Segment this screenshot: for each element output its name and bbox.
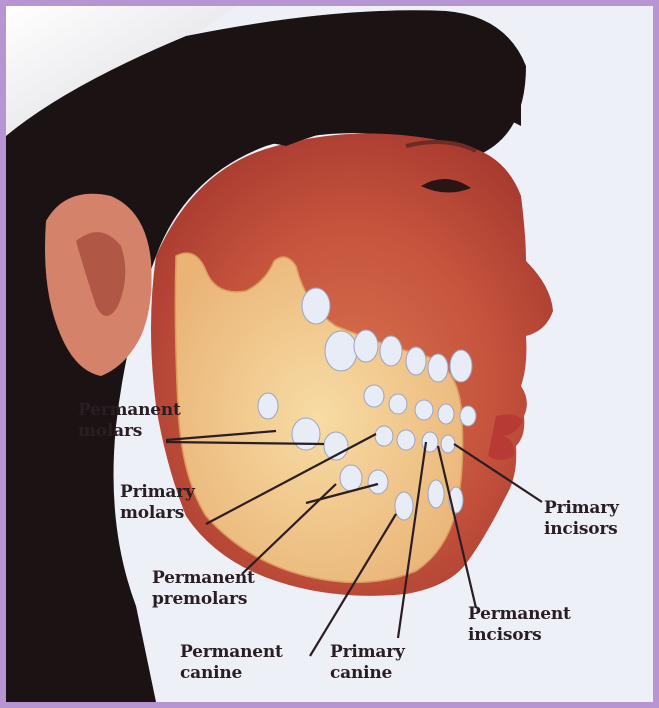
label-primary-canine-line1: Primary <box>330 642 405 663</box>
label-permanent-canine-line1: Permanent <box>180 642 283 663</box>
label-primary-canine-line2: canine <box>330 663 405 684</box>
label-primary-incisors: Primary incisors <box>544 498 619 540</box>
label-permanent-incisors-line2: incisors <box>468 625 571 646</box>
label-primary-molars: Primary molars <box>120 482 195 524</box>
label-primary-molars-line2: molars <box>120 503 195 524</box>
label-permanent-incisors: Permanent incisors <box>468 604 571 646</box>
label-permanent-premolars-line2: premolars <box>152 589 255 610</box>
label-permanent-molars-line1: Permanent <box>78 400 181 421</box>
label-primary-incisors-line1: Primary <box>544 498 619 519</box>
label-permanent-incisors-line1: Permanent <box>468 604 571 625</box>
label-permanent-molars: Permanent molars <box>78 400 181 442</box>
label-permanent-premolars-line1: Permanent <box>152 568 255 589</box>
label-permanent-canine-line2: canine <box>180 663 283 684</box>
label-primary-canine: Primary canine <box>330 642 405 684</box>
label-permanent-molars-line2: molars <box>78 421 181 442</box>
label-primary-incisors-line2: incisors <box>544 519 619 540</box>
illustration-panel: Permanent molars Primary molars Permanen… <box>6 6 653 702</box>
label-primary-molars-line1: Primary <box>120 482 195 503</box>
label-permanent-canine: Permanent canine <box>180 642 283 684</box>
label-permanent-premolars: Permanent premolars <box>152 568 255 610</box>
child-jaw-illustration <box>6 6 653 702</box>
